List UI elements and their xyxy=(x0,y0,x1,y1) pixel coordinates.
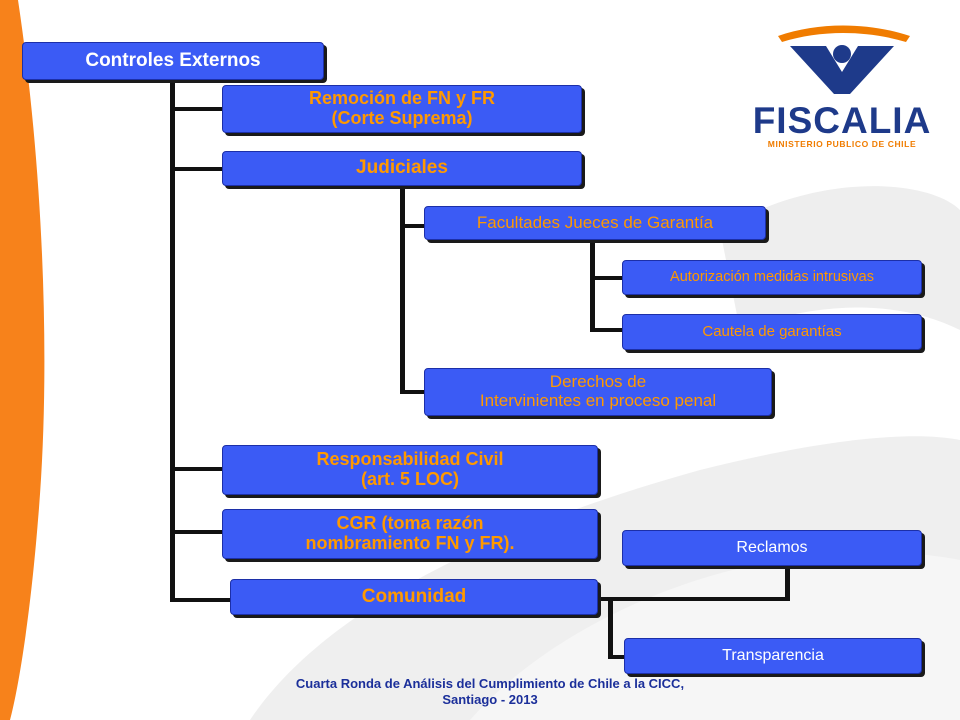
node-reclamos-label: Reclamos xyxy=(736,539,808,557)
connector-to-autorizacion xyxy=(590,276,622,280)
node-cgr-label: CGR (toma razón nombramiento FN y FR). xyxy=(305,513,515,553)
connector-main-vertical xyxy=(170,80,175,602)
grey-swoosh-inner xyxy=(470,552,960,720)
node-responsabilidad-label: Responsabilidad Civil (art. 5 LOC) xyxy=(316,449,504,489)
connector-to-cautela xyxy=(590,328,622,332)
node-remocion-label: Remoción de FN y FR (Corte Suprema) xyxy=(308,88,496,128)
connector-to-transparencia xyxy=(608,655,624,659)
connector-to-cgr xyxy=(170,530,222,534)
logo-wordmark: FISCALIA xyxy=(752,100,932,141)
connector-to-judiciales xyxy=(170,167,222,171)
node-derechos-label: Derechos de Intervinientes en proceso pe… xyxy=(479,372,717,410)
orange-edge-shape xyxy=(0,0,45,720)
node-responsabilidad: Responsabilidad Civil (art. 5 LOC) xyxy=(222,445,598,495)
node-controles-externos-label: Controles Externos xyxy=(85,49,261,71)
connector-to-remocion xyxy=(170,107,222,111)
node-reclamos: Reclamos xyxy=(622,530,922,566)
node-facultades: Facultades Jueces de Garantía xyxy=(424,206,766,240)
connector-to-reclamos xyxy=(785,566,790,601)
node-transparencia-label: Transparencia xyxy=(722,647,824,665)
node-facultades-label: Facultades Jueces de Garantía xyxy=(476,212,714,232)
fiscalia-emblem-icon xyxy=(778,25,910,94)
node-autorizacion-label: Autorización medidas intrusivas xyxy=(670,268,874,285)
fiscalia-logo: FISCALIA MINISTERIO PUBLICO DE CHILE xyxy=(738,24,944,154)
footer-caption: Cuarta Ronda de Análisis del Cumplimient… xyxy=(295,676,685,707)
connector-to-comunidad xyxy=(170,598,230,602)
connector-comunidad-vertical xyxy=(608,597,613,659)
connector-comunidad-horizontal xyxy=(598,597,790,601)
node-comunidad-label: Comunidad xyxy=(361,585,467,607)
node-derechos: Derechos de Intervinientes en proceso pe… xyxy=(424,368,772,416)
node-autorizacion: Autorización medidas intrusivas xyxy=(622,260,922,295)
connector-to-facultades xyxy=(400,224,424,228)
node-cautela: Cautela de garantías xyxy=(622,314,922,350)
connector-to-derechos xyxy=(400,390,424,394)
node-judiciales-label: Judiciales xyxy=(356,157,448,179)
node-judiciales: Judiciales xyxy=(222,151,582,186)
node-transparencia: Transparencia xyxy=(624,638,922,674)
node-remocion: Remoción de FN y FR (Corte Suprema) xyxy=(222,85,582,133)
logo-subtitle: MINISTERIO PUBLICO DE CHILE xyxy=(767,139,917,149)
connector-to-responsabilidad xyxy=(170,467,222,471)
connector-facultades-vertical xyxy=(590,240,595,332)
node-comunidad: Comunidad xyxy=(230,579,598,615)
node-cgr: CGR (toma razón nombramiento FN y FR). xyxy=(222,509,598,559)
node-controles-externos: Controles Externos xyxy=(22,42,324,80)
node-cautela-label: Cautela de garantías xyxy=(702,322,842,340)
connector-judiciales-vertical xyxy=(400,186,405,394)
